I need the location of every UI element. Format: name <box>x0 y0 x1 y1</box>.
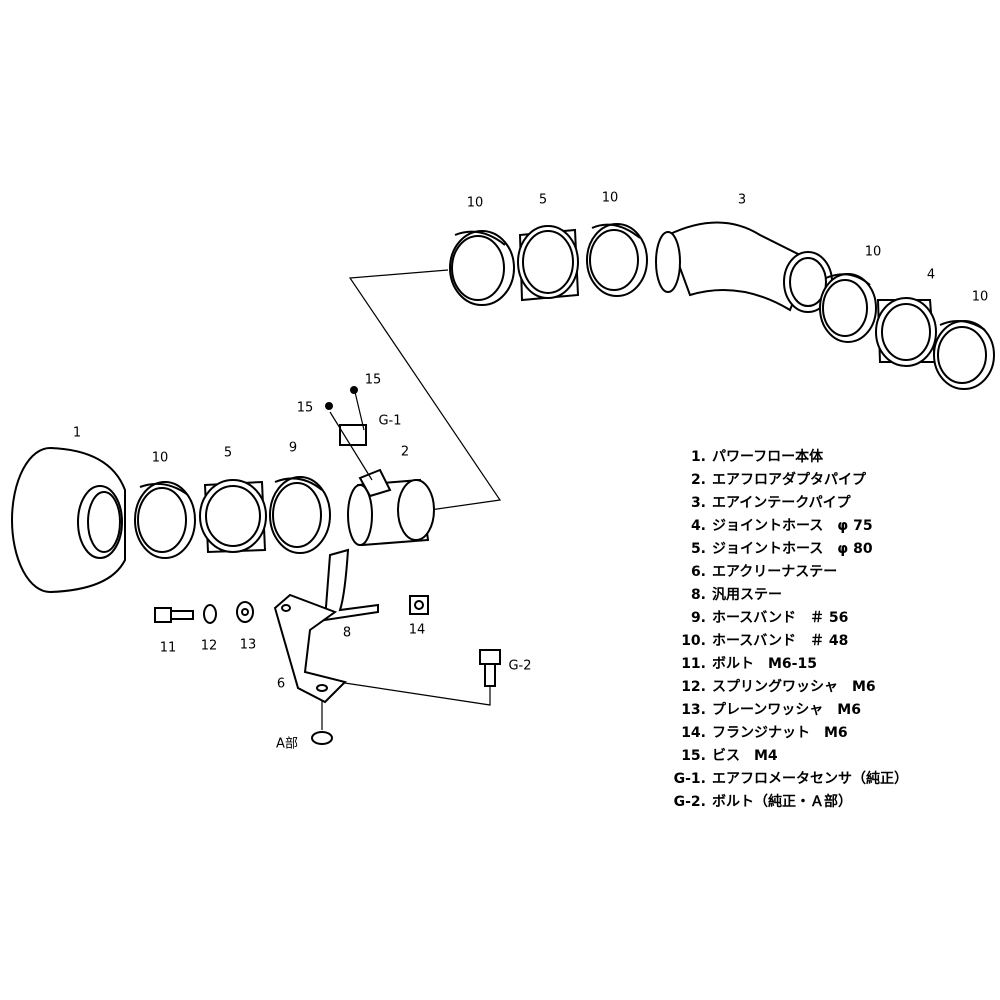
stay-8 <box>323 548 379 622</box>
callout-label: 3 <box>737 192 747 208</box>
legend-row: 3. エアインテークパイプ <box>664 492 908 515</box>
legend-row: 5. ジョイントホース φ 80 <box>664 538 908 561</box>
legend-number: G-1. <box>673 771 706 787</box>
hose-band-10-a <box>449 230 515 306</box>
legend-text: ジョイントホース φ 80 <box>712 541 873 557</box>
legend-row: 2. エアフロアダプタパイプ <box>664 469 908 492</box>
callout-label: G-2 <box>508 658 532 674</box>
legend-number: 2. <box>690 472 706 488</box>
leader-line-upper <box>348 269 502 511</box>
plain-washer-13 <box>236 601 254 623</box>
legend-number: 3. <box>690 495 706 511</box>
legend-text: エアインテークパイプ <box>712 495 851 511</box>
callout-label: A部 <box>276 736 298 752</box>
hose-band-10-b <box>586 223 648 297</box>
callout-label: 5 <box>223 445 233 461</box>
legend-number: 12. <box>681 679 706 695</box>
legend-text: ボルト M6-15 <box>712 656 817 672</box>
callout-label: 10 <box>151 450 169 466</box>
bolt-g2 <box>479 649 501 687</box>
callout-label: 12 <box>200 638 218 654</box>
callout-label: 15 <box>364 372 382 388</box>
legend-row: 9. ホースバンド ＃ 56 <box>664 607 908 630</box>
legend-row: 10. ホースバンド ＃ 48 <box>664 630 908 653</box>
hose-band-10-d <box>933 320 995 390</box>
power-flow-body-1 <box>11 447 126 593</box>
legend-text: エアフロメータセンサ（純正） <box>712 771 908 787</box>
spring-washer-12 <box>203 604 217 624</box>
leader-line-bolt <box>324 679 491 706</box>
flange-nut-14 <box>409 595 429 615</box>
legend-row: 8. 汎用ステー <box>664 584 908 607</box>
legend-number: 15. <box>681 748 706 764</box>
stay-6 <box>273 593 347 704</box>
legend-number: 13. <box>681 702 706 718</box>
legend-number: 14. <box>681 725 706 741</box>
hose-band-10-e <box>134 481 196 559</box>
legend-text: ボルト（純正・Ａ部） <box>712 794 852 810</box>
legend-row: 12. スプリングワッシャ M6 <box>664 676 908 699</box>
legend-text: ホースバンド ＃ 48 <box>712 633 849 649</box>
legend-row: 14. フランジナット M6 <box>664 722 908 745</box>
hose-band-10-c <box>819 273 877 343</box>
joint-hose-5-upper <box>517 225 580 302</box>
parts-legend: 1. パワーフロー本体 2. エアフロアダプタパイプ 3. エアインテークパイプ 4. ジョイ… <box>664 446 908 814</box>
joint-hose-5-lower <box>199 479 267 554</box>
intake-pipe-3 <box>655 221 833 313</box>
legend-number: 6. <box>690 564 706 580</box>
joint-hose-4 <box>875 297 937 367</box>
legend-text: プレーンワッシャ M6 <box>712 702 861 718</box>
legend-text: スプリングワッシャ M6 <box>712 679 876 695</box>
legend-row: 11. ボルト M6-15 <box>664 653 908 676</box>
legend-number: 4. <box>690 518 706 534</box>
callout-label: 10 <box>971 289 989 305</box>
hose-band-9 <box>269 476 331 554</box>
callout-label: 10 <box>601 190 619 206</box>
callout-label: 13 <box>239 637 257 653</box>
callout-label: 9 <box>288 440 298 456</box>
airflow-adapter-pipe-2 <box>347 468 435 547</box>
legend-number: G-2. <box>673 794 706 810</box>
legend-row: 6. エアクリーナステー <box>664 561 908 584</box>
legend-number: 8. <box>690 587 706 603</box>
callout-label: 14 <box>408 622 426 638</box>
legend-text: ビス M4 <box>712 748 778 764</box>
legend-row: G-2. ボルト（純正・Ａ部） <box>664 791 908 814</box>
legend-text: エアクリーナステー <box>712 564 838 580</box>
legend-row: 4. ジョイントホース φ 75 <box>664 515 908 538</box>
legend-number: 5. <box>690 541 706 557</box>
callout-label: 10 <box>864 244 882 260</box>
callout-label: 10 <box>466 195 484 211</box>
legend-row: 1. パワーフロー本体 <box>664 446 908 469</box>
legend-text: パワーフロー本体 <box>712 449 824 465</box>
callout-label: 1 <box>72 425 82 441</box>
callout-label: 8 <box>342 625 352 641</box>
legend-number: 1. <box>690 449 706 465</box>
legend-text: ホースバンド ＃ 56 <box>712 610 849 626</box>
legend-text: エアフロアダプタパイプ <box>712 472 866 488</box>
screw-15-b <box>325 402 333 410</box>
legend-text: フランジナット M6 <box>712 725 848 741</box>
callout-label: 5 <box>538 192 548 208</box>
callout-label: 6 <box>276 676 286 692</box>
callout-label: 15 <box>296 400 314 416</box>
callout-label: G-1 <box>378 413 402 429</box>
legend-text: 汎用ステー <box>712 587 782 603</box>
legend-number: 9. <box>690 610 706 626</box>
legend-number: 10. <box>681 633 706 649</box>
legend-text: ジョイントホース φ 75 <box>712 518 873 534</box>
legend-row: G-1. エアフロメータセンサ（純正） <box>664 768 908 791</box>
callout-label: 11 <box>159 640 177 656</box>
legend-row: 13. プレーンワッシャ M6 <box>664 699 908 722</box>
legend-number: 11. <box>681 656 706 672</box>
callout-label: 4 <box>926 267 936 283</box>
bolt-11 <box>154 607 194 623</box>
callout-label: 2 <box>400 444 410 460</box>
screw-15-a <box>350 386 358 394</box>
part-a-marker <box>311 731 333 745</box>
airflow-sensor-g1 <box>329 391 373 481</box>
legend-row: 15. ビス M4 <box>664 745 908 768</box>
